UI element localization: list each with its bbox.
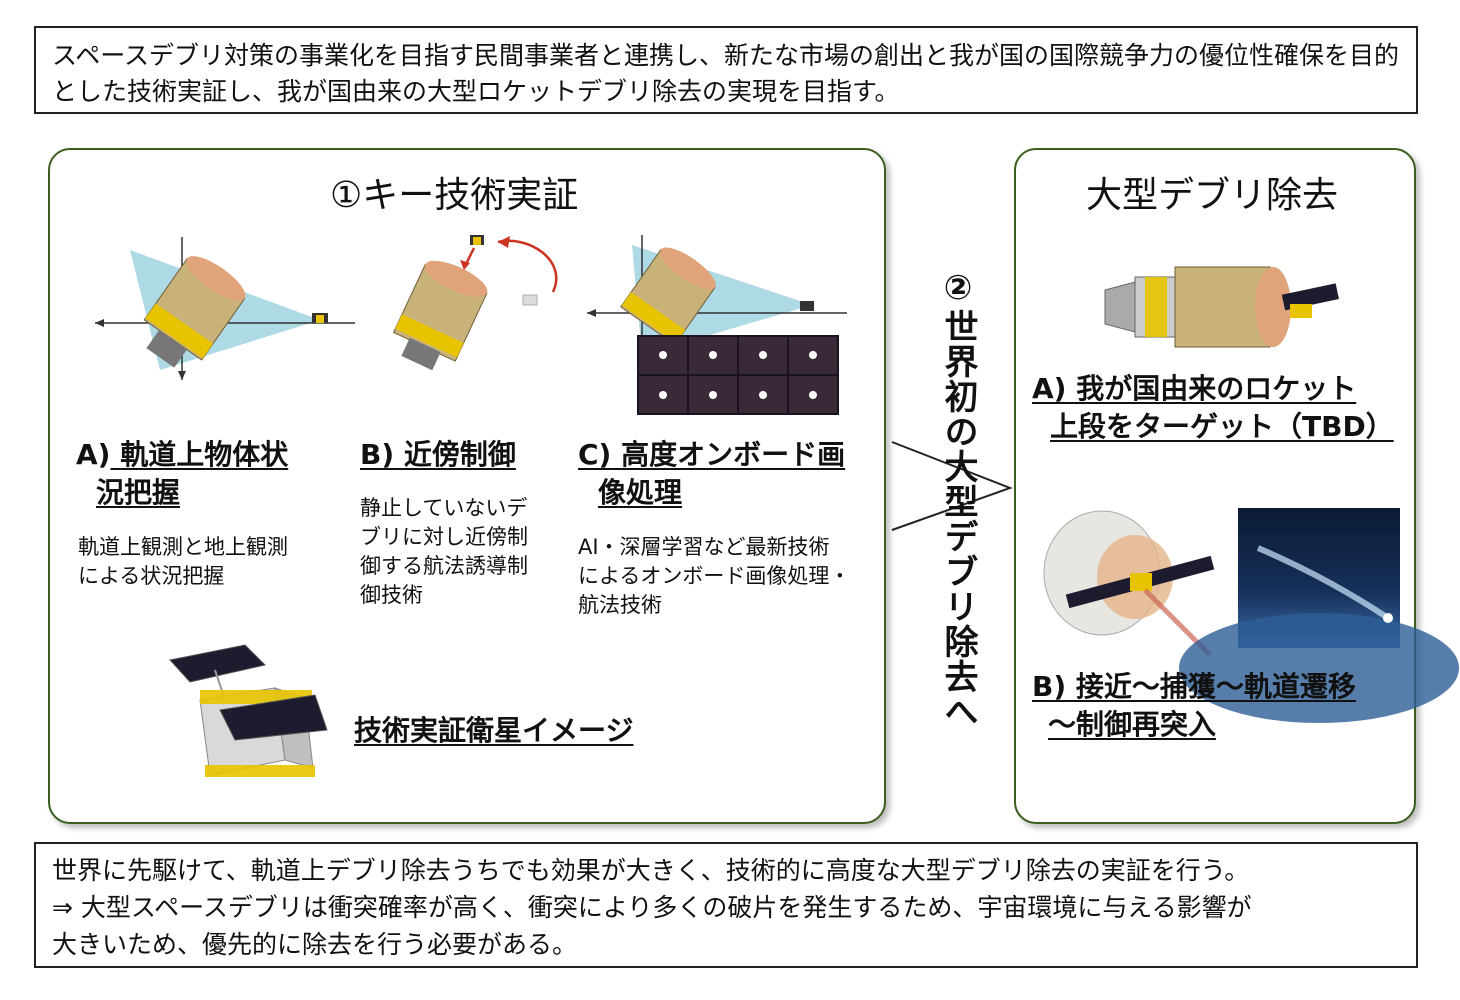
key-tech-title: ①キー技術実証	[330, 175, 579, 216]
world-first-arrow	[891, 441, 1013, 531]
capture-illustration	[1043, 510, 1215, 657]
item-b-desc-line2: ブリに対し近傍制	[360, 525, 528, 549]
item-c-desc: AI・深層学習など最新技術 によるオンボード画像処理・ 航法技術	[578, 533, 850, 620]
illustration-c-image-processing	[587, 235, 847, 415]
item-b-prefix: B)	[360, 438, 395, 471]
item-a-target-line2: 上段をターゲット（TBD）	[1050, 410, 1394, 443]
tech-demo-satellite-illustration	[169, 644, 328, 777]
item-a-target-label: A) 我が国由来のロケット 上段をターゲット（TBD）	[1032, 370, 1394, 446]
item-c-label: C) 高度オンボード画 像処理	[578, 436, 845, 512]
item-a-desc-line2: による状況把握	[78, 564, 225, 588]
item-b-capture-line1: B) 接近～捕獲～軌道遷移	[1032, 670, 1356, 703]
large-debris-title: 大型デブリ除去	[1086, 175, 1339, 216]
item-c-desc-line2: によるオンボード画像処理・	[578, 564, 851, 588]
reentry-photo	[1179, 508, 1459, 723]
item-a-label: A) 軌道上物体状 況把握	[76, 436, 288, 512]
top-summary-box: スペースデブリ対策の事業化を目指す民間事業者と連携し、新たな市場の創出と我が国の…	[34, 26, 1418, 114]
bottom-line3: 大きいため、優先的に除去を行う必要がある。	[52, 930, 578, 959]
item-b-desc-line1: 静止していないデ	[360, 496, 528, 520]
bottom-line1: 世界に先駆けて、軌道上デブリ除去うちでも効果が大きく、技術的に高度な大型デブリ除…	[52, 856, 1250, 885]
item-b-label: B) 近傍制御	[360, 436, 516, 474]
top-summary-text: スペースデブリ対策の事業化を目指す民間事業者と連携し、新たな市場の創出と我が国の…	[52, 41, 1400, 106]
item-a-label-line1: 軌道上物体状	[120, 438, 289, 471]
item-a-desc: 軌道上観測と地上観測 による状況把握	[78, 533, 288, 591]
bottom-summary-box: 世界に先駆けて、軌道上デブリ除去うちでも効果が大きく、技術的に高度な大型デブリ除…	[34, 842, 1418, 968]
illustration-a-observation	[95, 237, 355, 380]
item-c-desc-line1: AI・深層学習など最新技術	[578, 535, 830, 559]
item-a-desc-line1: 軌道上観測と地上観測	[78, 535, 288, 559]
item-b-capture-line2: ～制御再突入	[1048, 708, 1217, 741]
item-a-prefix: A)	[76, 438, 111, 471]
item-c-label-line2: 像処理	[598, 476, 683, 509]
illustration-b-proximity	[392, 235, 558, 371]
item-b-capture-label: B) 接近～捕獲～軌道遷移 ～制御再突入	[1032, 668, 1356, 744]
satellite-image-label: 技術実証衛星イメージ	[354, 714, 634, 747]
item-b-desc-line3: 御する航法誘導制	[360, 554, 528, 578]
world-first-label: ②世界初の大型デブリ除去へ	[938, 268, 978, 729]
rocket-upper-stage-illustration	[1104, 266, 1339, 348]
item-a-label-line2: 況把握	[96, 476, 181, 509]
item-b-desc-line4: 御技術	[360, 583, 423, 607]
item-c-prefix: C)	[578, 438, 612, 471]
item-a-target-line1: A) 我が国由来のロケット	[1032, 372, 1357, 405]
bottom-line2: ⇒ 大型スペースデブリは衝突確率が高く、衝突により多くの破片を発生するため、宇宙…	[52, 893, 1252, 922]
item-c-desc-line3: 航法技術	[578, 593, 662, 617]
item-c-label-line1: 高度オンボード画	[621, 438, 846, 471]
item-b-desc: 静止していないデ ブリに対し近傍制 御する航法誘導制 御技術	[360, 494, 528, 610]
item-b-label-line1: 近傍制御	[403, 438, 516, 471]
